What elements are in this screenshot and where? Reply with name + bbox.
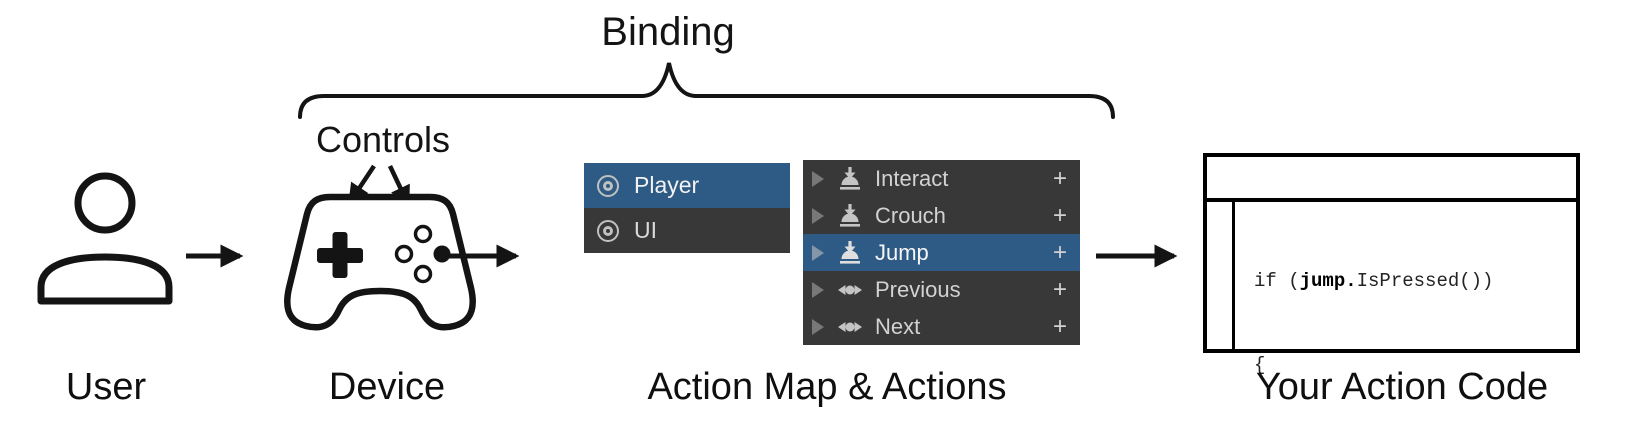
code-gutter-line	[1232, 202, 1235, 349]
action-map-label: UI	[634, 217, 657, 243]
caption-user: User	[65, 366, 147, 408]
controls-arrow-right	[387, 165, 411, 207]
actions-panel: Interact + Crouch + Jump +	[803, 160, 1080, 345]
code-line-1: if (jump.IsPressed())	[1254, 270, 1494, 292]
action-row-crouch[interactable]: Crouch +	[803, 197, 1080, 234]
face-buttons-icon	[394, 224, 451, 284]
action-code-window: if (jump.IsPressed()) { // your code }	[1203, 153, 1580, 376]
add-binding-button[interactable]: +	[1052, 275, 1067, 303]
controls-label: Controls	[315, 119, 451, 160]
action-map-row-ui[interactable]: UI	[584, 208, 790, 253]
action-map-icon	[597, 174, 619, 197]
caption-action-code: Your Action Code	[1255, 366, 1549, 408]
expander-triangle-icon[interactable]	[812, 170, 824, 187]
expander-triangle-icon[interactable]	[812, 281, 824, 298]
axis-action-icon	[838, 284, 862, 295]
action-label: Interact	[875, 165, 949, 191]
action-row-jump[interactable]: Jump +	[803, 234, 1080, 271]
expander-triangle-icon[interactable]	[812, 207, 824, 224]
action-row-previous[interactable]: Previous +	[803, 271, 1080, 308]
expander-triangle-icon[interactable]	[812, 318, 824, 335]
add-binding-button[interactable]: +	[1052, 238, 1067, 266]
code-line-2: {	[1254, 354, 1266, 376]
dpad-icon	[317, 232, 363, 278]
action-map-panel: Player UI	[584, 163, 790, 253]
pressed-button-dot	[433, 245, 451, 263]
axis-action-icon	[838, 321, 862, 332]
binding-brace-shape	[298, 62, 1115, 119]
user-icon	[37, 172, 173, 305]
jump-action-ref: jump.	[1299, 270, 1357, 292]
add-binding-button[interactable]: +	[1052, 312, 1067, 340]
action-label: Jump	[875, 239, 929, 265]
action-map-row-player[interactable]: Player	[584, 163, 790, 208]
action-row-next[interactable]: Next +	[803, 308, 1080, 345]
caption-action-map: Action Map & Actions	[647, 366, 1007, 408]
button-action-icon	[840, 203, 860, 227]
action-row-interact[interactable]: Interact +	[803, 160, 1080, 197]
code-window-titlebar	[1207, 157, 1576, 202]
binding-title: Binding	[601, 10, 735, 54]
caption-device: Device	[328, 366, 446, 408]
button-action-icon	[840, 166, 860, 190]
action-label: Next	[875, 313, 921, 339]
controls-arrow-left	[348, 164, 376, 205]
action-label: Crouch	[875, 202, 946, 228]
add-binding-button[interactable]: +	[1052, 201, 1067, 229]
action-label: Previous	[875, 276, 961, 302]
button-action-icon	[840, 240, 860, 264]
action-map-icon	[597, 219, 619, 242]
expander-triangle-icon[interactable]	[812, 244, 824, 261]
gamepad-icon	[284, 193, 476, 331]
action-map-label: Player	[634, 172, 700, 198]
add-binding-button[interactable]: +	[1052, 164, 1067, 192]
code-snippet: if (jump.IsPressed()) { // your code }	[1254, 211, 1493, 434]
